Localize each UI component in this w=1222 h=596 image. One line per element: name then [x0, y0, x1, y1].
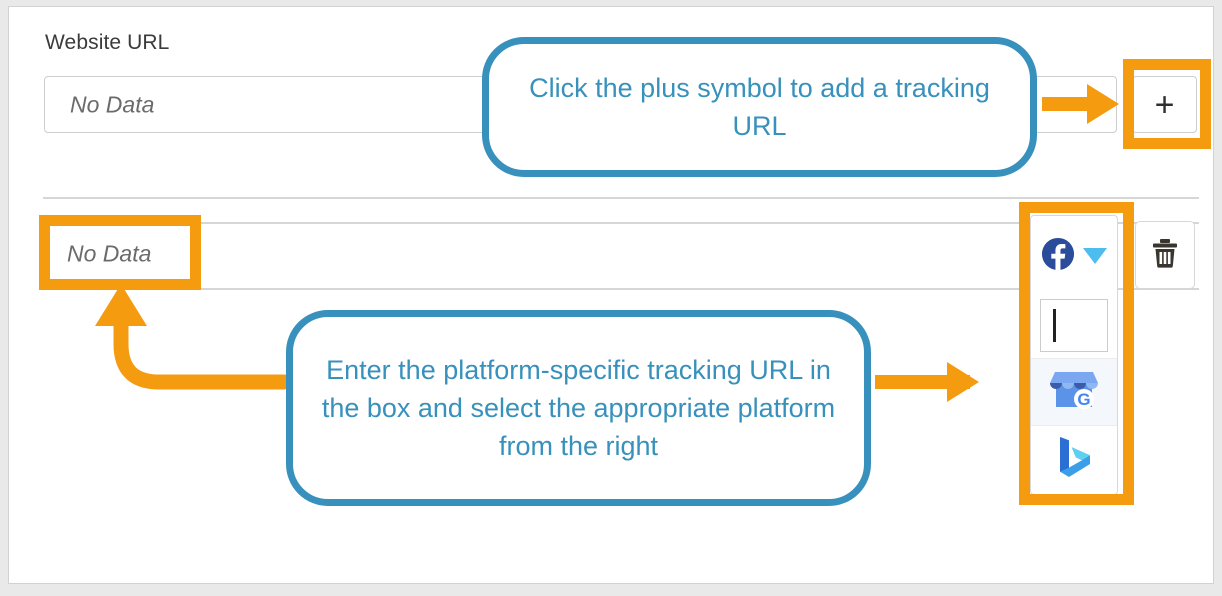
- platform-search-input[interactable]: [1040, 298, 1108, 352]
- highlight-add-url-button: [1123, 59, 1211, 149]
- add-url-button[interactable]: +: [1132, 76, 1197, 133]
- dropdown-option-text-input[interactable]: [1031, 292, 1117, 359]
- arrow-to-platform-dropdown-shaft: [875, 375, 970, 389]
- divider-row-bottom: [43, 288, 1199, 290]
- divider-row-top: [43, 222, 1199, 224]
- delete-tracking-url-button[interactable]: [1135, 221, 1195, 289]
- settings-page: Website URL No Data + No Data: [8, 6, 1214, 584]
- callout-enter-url-text: Enter the platform-specific tracking URL…: [321, 354, 836, 462]
- tracking-url-placeholder: No Data: [67, 240, 152, 266]
- arrow-to-no-data-field: [95, 284, 292, 390]
- callout-enter-url: Enter the platform-specific tracking URL…: [286, 310, 871, 506]
- bing-icon: [1056, 435, 1092, 484]
- arrow-to-plus-button-head: [1087, 84, 1119, 124]
- platform-select-button[interactable]: [1030, 215, 1118, 297]
- text-cursor-icon: [1053, 308, 1056, 342]
- facebook-icon: [1041, 237, 1075, 276]
- arrow-to-platform-dropdown-head: [947, 362, 979, 402]
- chevron-down-icon[interactable]: [1083, 248, 1107, 264]
- dropdown-option-google-my-business[interactable]: G: [1031, 359, 1117, 426]
- divider-top: [43, 197, 1199, 199]
- platform-dropdown[interactable]: G: [1030, 292, 1118, 495]
- callout-add-url-text: Click the plus symbol to add a tracking …: [529, 72, 990, 141]
- tracking-url-field[interactable]: No Data: [49, 226, 194, 281]
- website-url-placeholder: No Data: [70, 91, 155, 117]
- dropdown-option-bing[interactable]: [1031, 426, 1117, 493]
- plus-icon: +: [1154, 85, 1175, 124]
- highlight-platform-dropdown: [1019, 202, 1134, 505]
- highlight-tracking-url-field: [39, 215, 201, 290]
- google-my-business-icon: G: [1050, 368, 1098, 417]
- trash-icon: [1151, 238, 1179, 273]
- page-title: Website URL: [45, 31, 170, 54]
- callout-add-url: Click the plus symbol to add a tracking …: [482, 37, 1037, 177]
- svg-text:G: G: [1077, 390, 1090, 409]
